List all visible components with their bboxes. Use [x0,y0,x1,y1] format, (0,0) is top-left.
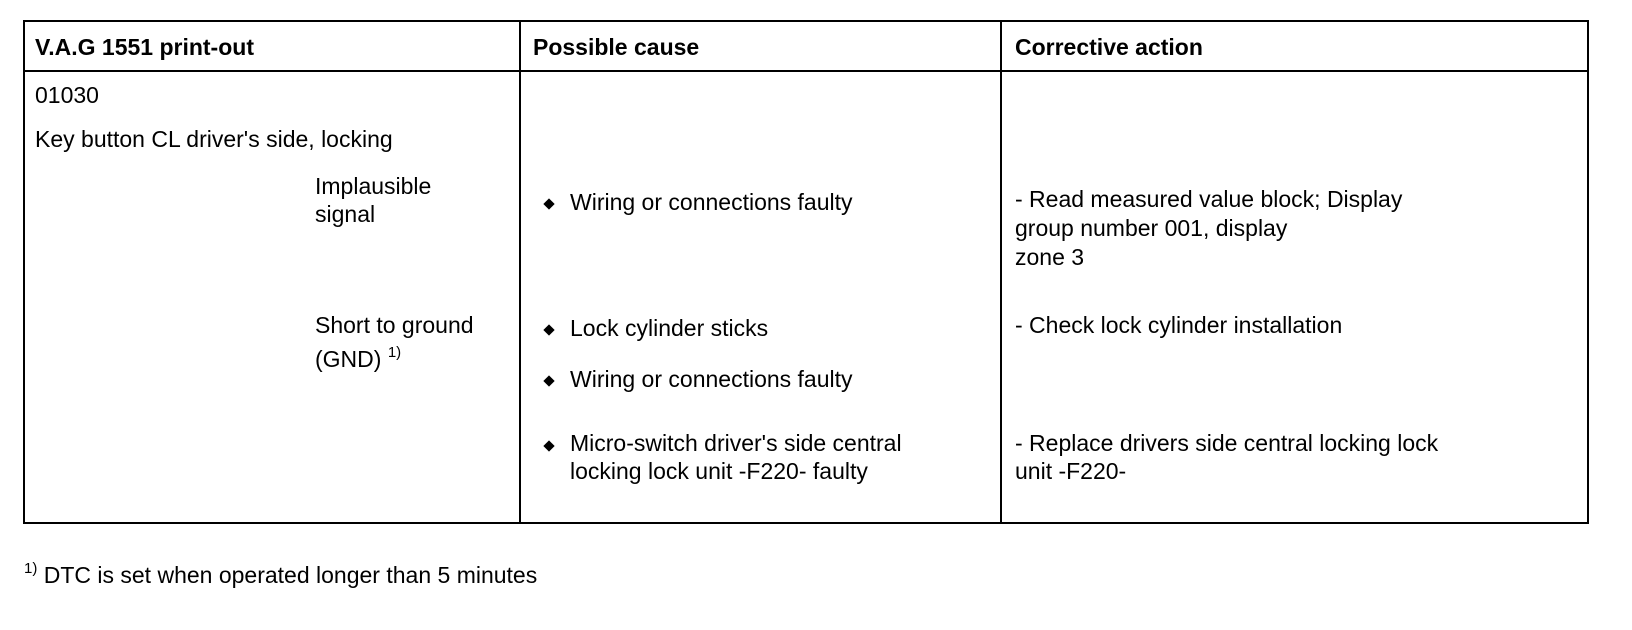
header-possible-cause: Possible cause [533,33,700,60]
cause-lock-cylinder: Lock cylinder sticks [570,315,769,341]
action-check-lock-cylinder: - Check lock cylinder installation [1015,312,1343,338]
bullet-icon [543,375,555,387]
action-replace-line2: unit -F220- [1015,458,1127,484]
header-corrective-action: Corrective action [1015,33,1203,60]
action-replace-line1: - Replace drivers side central locking l… [1015,430,1439,456]
cause-wiring-2: Wiring or connections faulty [570,366,853,392]
cause-micro-switch-line2: locking lock unit -F220- faulty [570,458,868,484]
footnote-text: DTC is set when operated longer than 5 m… [43,562,538,588]
fault-type-2-text: (GND) [315,346,382,372]
header-divider [25,70,1587,72]
column-divider-2 [1000,22,1002,522]
action-read-measured-line3: zone 3 [1015,244,1085,270]
action-read-measured-line2: group number 001, display [1015,215,1288,241]
footnote: 1) DTC is set when operated longer than … [24,560,537,594]
fault-table: V.A.G 1551 print-out Possible cause Corr… [23,20,1589,524]
header-printout: V.A.G 1551 print-out [35,33,254,60]
footnote-marker: 1) [24,560,38,577]
cause-wiring-1: Wiring or connections faulty [570,189,853,215]
fault-type-2-line1: Short to ground [315,312,474,338]
footnote-ref: 1) [387,344,402,361]
cause-micro-switch-line1: Micro-switch driver's side central [570,430,902,456]
bullet-icon [543,324,555,336]
action-read-measured-line1: - Read measured value block; Display [1015,186,1403,212]
fault-type-1-line2: signal [315,201,376,227]
fault-type-2-line2: (GND) 1) [315,344,401,378]
bullet-icon [543,440,555,452]
fault-code: 01030 [35,82,99,108]
column-divider-1 [519,22,521,522]
bullet-icon [543,198,555,210]
component-name: Key button CL driver's side, locking [35,126,393,152]
fault-type-1-line1: Implausible [315,173,432,199]
